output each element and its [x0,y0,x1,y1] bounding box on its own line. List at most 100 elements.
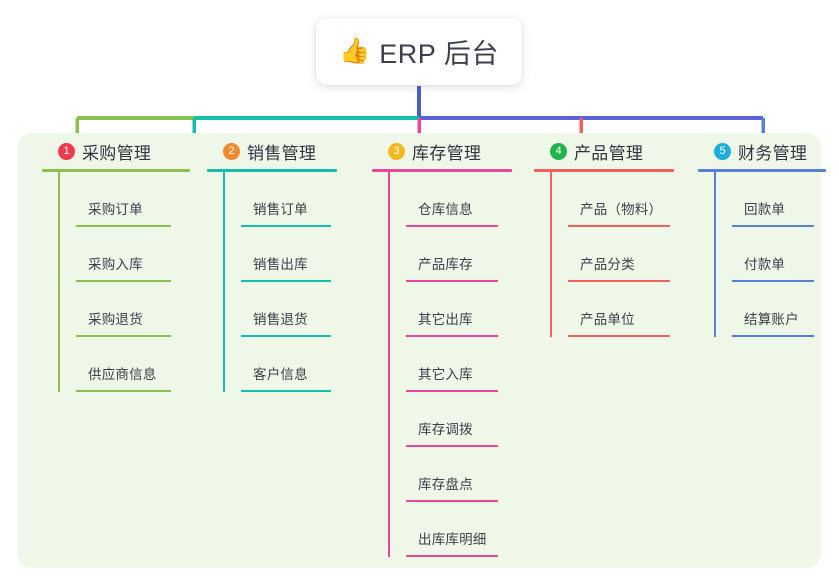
menu-item-rule [406,500,498,502]
column-header-4[interactable]: 4 产品管理 [530,133,674,169]
column-rule-3 [372,169,512,172]
menu-item[interactable]: 付款单 [732,227,826,282]
column-badge-5: 5 [714,142,731,160]
content-panel [18,133,821,568]
page-title: ERP 后台 [379,39,499,69]
menu-item[interactable]: 销售订单 [241,172,337,227]
menu-item[interactable]: 其它入库 [406,337,512,392]
menu-item-label: 产品库存 [418,257,473,272]
column-spine-2 [223,172,225,392]
menu-item[interactable]: 产品（物料） [568,172,674,227]
menu-item-rule [732,225,814,227]
menu-item[interactable]: 产品分类 [568,227,674,282]
menu-item-rule [568,225,670,227]
column-2: 2 销售管理销售订单销售出库销售退货客户信息 [203,133,337,392]
menu-item-rule [76,335,171,337]
menu-item-rule [76,280,171,282]
menu-item-label: 仓库信息 [418,202,473,217]
menu-item-label: 产品（物料） [580,202,663,217]
menu-item[interactable]: 供应商信息 [76,337,190,392]
menu-item-label: 销售出库 [253,257,308,272]
menu-item-label: 结算账户 [744,312,799,327]
menu-item-label: 其它出库 [418,312,473,327]
menu-item[interactable]: 出库库明细 [406,502,512,557]
column-rule-1 [42,169,190,172]
column-items-4: 产品（物料） 产品分类产品单位 [550,172,674,337]
column-rule-4 [534,169,674,172]
menu-item[interactable]: 产品单位 [568,282,674,337]
column-title-5: 财务管理 [738,143,808,163]
menu-item-label: 库存盘点 [418,477,473,492]
menu-item[interactable]: 仓库信息 [406,172,512,227]
column-badge-3: 3 [388,142,405,160]
column-spine-3 [388,172,390,557]
menu-item-rule [568,335,670,337]
column-spine-5 [714,172,716,337]
column-title-3: 库存管理 [412,143,482,163]
menu-item[interactable]: 销售出库 [241,227,337,282]
column-header-5[interactable]: 5 财务管理 [694,133,826,169]
menu-item-rule [76,225,171,227]
column-title-2: 销售管理 [247,143,317,163]
menu-item-label: 其它入库 [418,367,473,382]
menu-item[interactable]: 销售退货 [241,282,337,337]
column-rule-2 [207,169,337,172]
menu-item-label: 采购订单 [88,202,143,217]
menu-item-rule [241,225,331,227]
column-items-2: 销售订单销售出库销售退货客户信息 [223,172,337,392]
menu-item-rule [241,390,331,392]
menu-item[interactable]: 结算账户 [732,282,826,337]
column-title-4: 产品管理 [574,143,644,163]
menu-item-rule [406,555,498,557]
menu-item-label: 采购入库 [88,257,143,272]
menu-item-rule [568,280,670,282]
menu-item[interactable]: 其它出库 [406,282,512,337]
menu-item[interactable]: 回款单 [732,172,826,227]
root-title-card[interactable]: 👍 ERP 后台 [316,18,522,85]
menu-item-rule [406,280,498,282]
menu-item-rule [406,225,498,227]
menu-item-rule [732,280,814,282]
menu-item-label: 库存调拨 [418,422,473,437]
menu-item-label: 供应商信息 [88,367,157,382]
menu-item-label: 销售订单 [253,202,308,217]
menu-item-label: 回款单 [744,202,786,217]
column-3: 3 库存管理仓库信息产品库存其它出库其它入库库存调拨库存盘点出库库明细 [368,133,512,557]
menu-item-rule [406,390,498,392]
thumbs-up-icon: 👍 [339,37,371,65]
column-header-2[interactable]: 2 销售管理 [203,133,337,169]
menu-item[interactable]: 采购订单 [76,172,190,227]
menu-item[interactable]: 采购入库 [76,227,190,282]
column-badge-4: 4 [550,142,567,160]
menu-item[interactable]: 采购退货 [76,282,190,337]
column-rule-5 [698,169,826,172]
column-4: 4 产品管理产品（物料） 产品分类产品单位 [530,133,674,337]
menu-item-rule [76,390,171,392]
column-header-3[interactable]: 3 库存管理 [368,133,512,169]
menu-item-rule [406,335,498,337]
menu-item[interactable]: 产品库存 [406,227,512,282]
menu-item-label: 产品单位 [580,312,635,327]
menu-item-label: 客户信息 [253,367,308,382]
menu-item-label: 销售退货 [253,312,308,327]
menu-item[interactable]: 库存调拨 [406,392,512,447]
column-spine-1 [58,172,60,392]
menu-item-label: 采购退货 [88,312,143,327]
column-items-5: 回款单付款单结算账户 [714,172,826,337]
menu-item-rule [241,335,331,337]
column-title-1: 采购管理 [82,143,152,163]
column-items-3: 仓库信息产品库存其它出库其它入库库存调拨库存盘点出库库明细 [388,172,512,557]
menu-item-rule [732,335,814,337]
menu-item[interactable]: 库存盘点 [406,447,512,502]
menu-item-rule [241,280,331,282]
column-spine-4 [550,172,552,337]
column-badge-2: 2 [223,142,240,160]
menu-item-label: 付款单 [744,257,786,272]
menu-item-label: 产品分类 [580,257,635,272]
column-5: 5 财务管理回款单付款单结算账户 [694,133,826,337]
menu-item[interactable]: 客户信息 [241,337,337,392]
menu-item-label: 出库库明细 [418,532,487,547]
